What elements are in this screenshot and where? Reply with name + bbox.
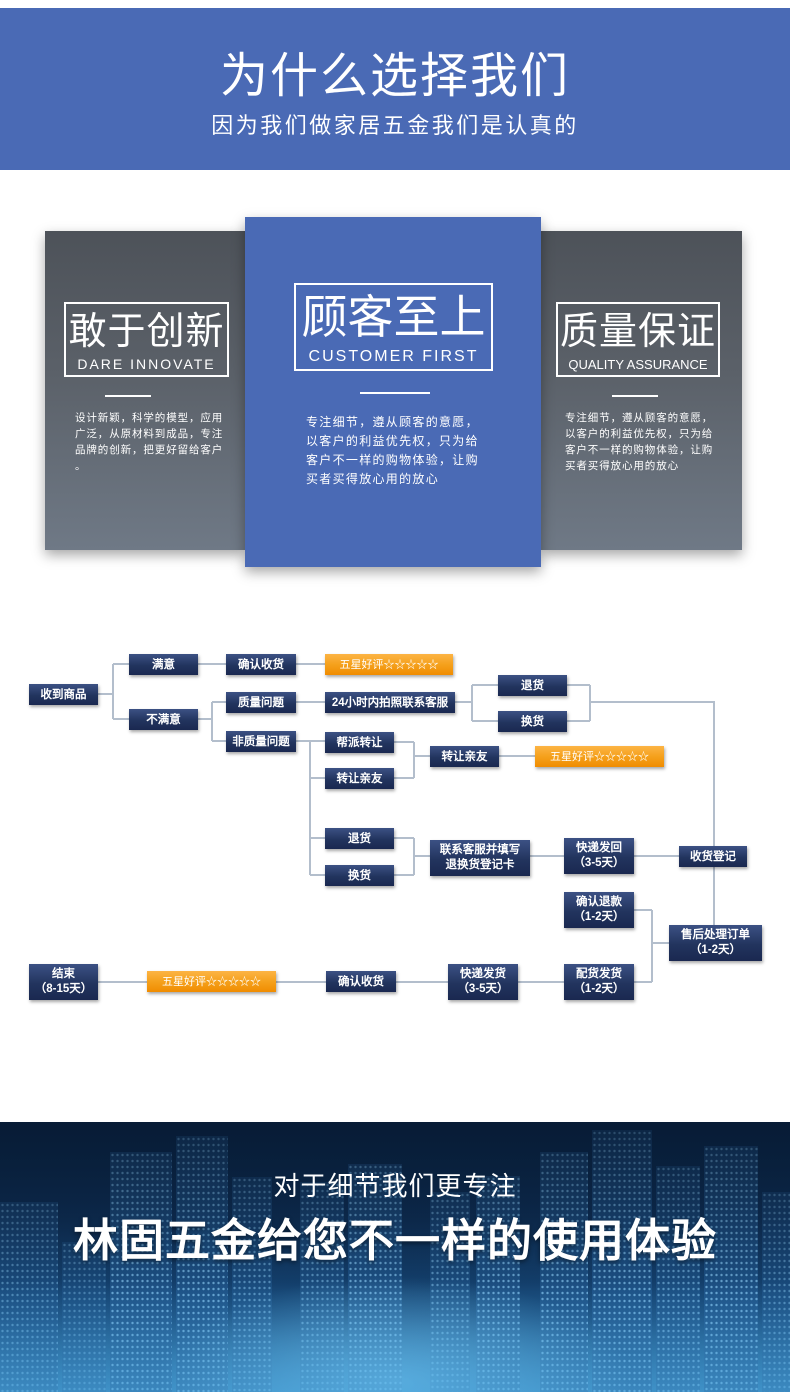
card-body: 设计新颖，科学的模型，应用 广泛，从原材料到成品，专注 品牌的创新，把更好留给客… — [75, 410, 240, 474]
card-body-line: 专注细节，遵从顾客的意愿， — [306, 415, 479, 429]
flow-node-confirm-receipt: 确认收货 — [226, 654, 296, 675]
flow-node-contact-service-24h: 24小时内拍照联系客服 — [325, 692, 455, 713]
card-body-line: 客户不一样的购物体验，让购 — [565, 444, 714, 456]
flow-node-confirm-receipt: 确认收货 — [326, 971, 396, 992]
banner-subtitle: 因为我们做家居五金我们是认真的 — [211, 113, 579, 138]
card-divider — [105, 395, 151, 397]
sky-shade — [0, 1122, 790, 1292]
card-divider — [612, 395, 658, 397]
card-body-line: 设计新颖，科学的模型，应用 — [75, 412, 224, 424]
flow-node-non-quality-issue: 非质量问题 — [226, 731, 296, 752]
flow-node-express-return: 快递发回 （3-5天） — [564, 838, 634, 874]
flow-node-exchange: 换货 — [498, 711, 567, 732]
five-star-review-badge: 五星好评☆☆☆☆☆ — [535, 746, 664, 767]
node-line: 售后处理订单 — [681, 929, 750, 941]
flow-node-dispatch: 配货发货 （1-2天） — [564, 964, 634, 1000]
flow-node-receipt-register: 收货登记 — [679, 846, 747, 867]
banner-title: 为什么选择我们 — [219, 50, 570, 103]
card-title-en: QUALITY ASSURANCE — [568, 357, 708, 372]
node-line: （1-2天） — [689, 944, 742, 956]
node-line: 退换货登记卡 — [445, 859, 515, 871]
card-body-line: 。 — [75, 460, 87, 472]
why-choose-us-banner: 为什么选择我们 因为我们做家居五金我们是认真的 — [0, 8, 790, 170]
node-line: （1-2天） — [573, 983, 625, 995]
node-line: （3-5天） — [457, 983, 509, 995]
card-body-line: 专注细节，遵从顾客的意愿， — [565, 412, 714, 424]
card-divider — [360, 392, 430, 394]
node-line: （8-15天） — [34, 983, 93, 995]
node-line: 结束 — [52, 968, 75, 980]
flow-node-receive-goods: 收到商品 — [29, 684, 98, 705]
five-star-review-badge: 五星好评☆☆☆☆☆ — [147, 971, 276, 992]
card-title-box: 质量保证 QUALITY ASSURANCE — [556, 302, 720, 377]
after-sales-flowchart: 收到商品 满意 不满意 确认收货 五星好评☆☆☆☆☆ 质量问题 非质量问题 24… — [0, 640, 790, 1020]
ground-haze — [0, 1282, 790, 1392]
card-body-line: 品牌的创新，把更好留给客户 — [75, 444, 224, 456]
node-line: 快递发回 — [576, 842, 622, 854]
node-line: 确认退款 — [576, 896, 622, 908]
flow-node-exchange: 换货 — [325, 865, 394, 886]
card-body-line: 买者买得放心用的放心 — [565, 460, 679, 472]
card-body: 专注细节，遵从顾客的意愿， 以客户的利益优先权，只为给 客户不一样的购物体验，让… — [306, 413, 506, 489]
card-body-line: 广泛，从原材料到成品，专注 — [75, 428, 224, 440]
card-title-en: CUSTOMER FIRST — [308, 348, 479, 365]
flow-node-transfer-gang: 帮派转让 — [325, 732, 394, 753]
flow-node-express-send: 快递发货 （3-5天） — [448, 964, 518, 1000]
card-dare-innovate: 敢于创新 DARE INNOVATE 设计新颖，科学的模型，应用 广泛，从原材料… — [45, 231, 245, 550]
card-title: 质量保证 — [559, 311, 716, 353]
card-customer-first: 顾客至上 CUSTOMER FIRST 专注细节，遵从顾客的意愿， 以客户的利益… — [245, 217, 541, 567]
flow-node-transfer-friends: 转让亲友 — [325, 768, 394, 789]
flow-node-satisfied: 满意 — [129, 654, 198, 675]
five-star-review-badge: 五星好评☆☆☆☆☆ — [325, 654, 453, 675]
flow-node-return: 退货 — [325, 828, 394, 849]
card-title-box: 敢于创新 DARE INNOVATE — [64, 302, 229, 377]
card-body-line: 以客户的利益优先权，只为给 — [306, 434, 479, 448]
node-line: 配货发货 — [576, 968, 622, 980]
card-title-en: DARE INNOVATE — [77, 356, 216, 372]
flow-node-unsatisfied: 不满意 — [129, 709, 198, 730]
flow-node-return: 退货 — [498, 675, 567, 696]
footer-headline: 林固五金给您不一样的使用体验 — [72, 1215, 717, 1266]
card-body: 专注细节，遵从顾客的意愿， 以客户的利益优先权，只为给 客户不一样的购物体验，让… — [565, 410, 735, 474]
flow-node-end: 结束 （8-15天） — [29, 964, 98, 1000]
card-body-line: 以客户的利益优先权，只为给 — [565, 428, 714, 440]
card-quality-assurance: 质量保证 QUALITY ASSURANCE 专注细节，遵从顾客的意愿， 以客户… — [541, 231, 742, 550]
node-line: （1-2天） — [573, 911, 625, 923]
flow-node-contact-fill-form: 联系客服并填写 退换货登记卡 — [430, 840, 530, 876]
node-line: 快递发货 — [460, 968, 506, 980]
flow-node-transfer-friends: 转让亲友 — [430, 746, 499, 767]
card-title: 敢于创新 — [68, 311, 225, 353]
flow-node-confirm-refund: 确认退款 （1-2天） — [564, 892, 634, 928]
flow-connectors — [98, 663, 715, 983]
footer-tagline: 对于细节我们更专注 — [273, 1171, 517, 1201]
card-title-box: 顾客至上 CUSTOMER FIRST — [294, 283, 493, 371]
flow-node-after-sales-order: 售后处理订单 （1-2天） — [669, 925, 762, 961]
card-title: 顾客至上 — [301, 291, 486, 343]
flow-node-quality-issue: 质量问题 — [226, 692, 296, 713]
card-body-line: 客户不一样的购物体验，让购 — [306, 453, 479, 467]
node-line: （3-5天） — [573, 857, 625, 869]
card-body-line: 买者买得放心用的放心 — [306, 472, 440, 486]
node-line: 联系客服并填写 — [439, 844, 521, 856]
connector-line — [590, 701, 715, 846]
city-night-banner: 对于细节我们更专注 林固五金给您不一样的使用体验 — [0, 1122, 790, 1392]
